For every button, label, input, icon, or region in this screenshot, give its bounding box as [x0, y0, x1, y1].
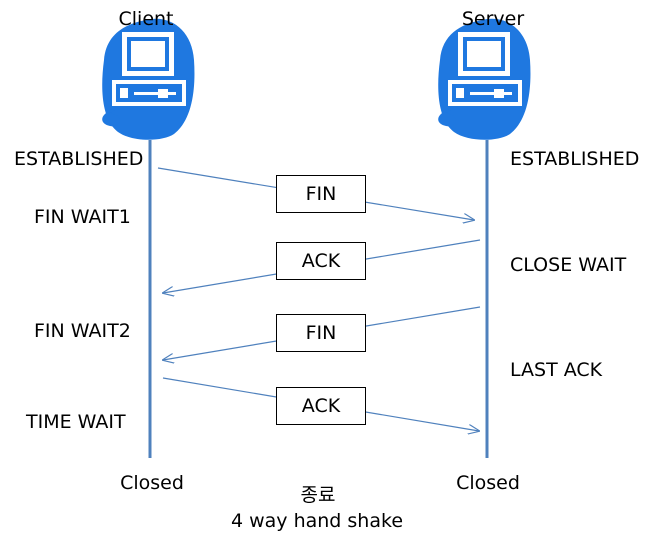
ack-message-1: ACK: [276, 242, 366, 280]
client-state-time-wait: TIME WAIT: [26, 411, 126, 433]
fin-message-2: FIN: [276, 314, 366, 352]
server-computer-icon: [437, 17, 532, 141]
ack-message-2: ACK: [276, 387, 366, 425]
client-state-fin-wait2: FIN WAIT2: [34, 320, 131, 342]
caption-title: 종료: [300, 484, 336, 506]
server-state-last-ack: LAST ACK: [510, 359, 603, 381]
fin-message-1: FIN: [276, 175, 366, 213]
client-state-fin-wait1: FIN WAIT1: [34, 206, 131, 228]
server-state-close-wait: CLOSE WAIT: [510, 254, 627, 276]
client-computer-icon: [101, 17, 196, 141]
client-label: Client: [118, 8, 174, 30]
server-label: Server: [461, 8, 525, 30]
caption-subtitle: 4 way hand shake: [230, 510, 404, 532]
server-closed-label: Closed: [456, 472, 520, 494]
client-state-established: ESTABLISHED: [14, 148, 144, 170]
client-closed-label: Closed: [120, 472, 184, 494]
server-state-established: ESTABLISHED: [510, 148, 640, 170]
